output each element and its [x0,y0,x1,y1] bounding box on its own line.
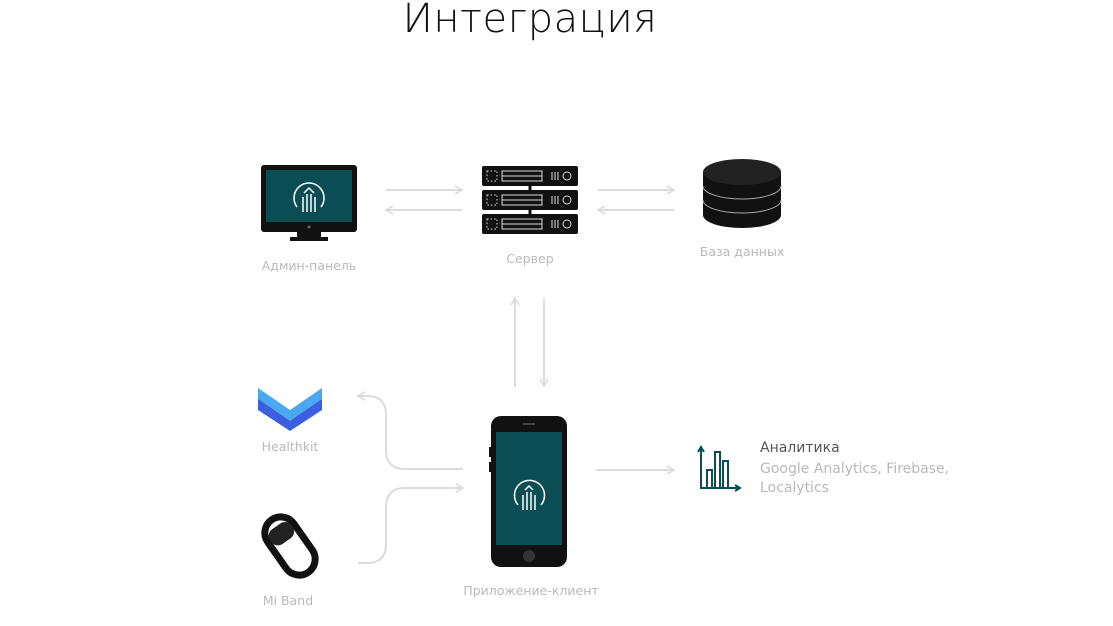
miband-icon [261,513,319,579]
analytics-line-1: Google Analytics, Firebase, [760,461,950,477]
label-healthkit: Healthkit [261,439,319,454]
label-admin: Админ-панель [261,258,357,273]
label-server: Сервер [506,251,554,266]
analytics-line-2: Localytics [760,480,829,496]
page-title: Интеграция [402,0,658,42]
label-database: База данных [699,244,785,259]
analytics-chart-icon [697,445,742,492]
analytics-title: Аналитика [760,440,840,456]
database-icon [702,159,782,228]
arrow-miband-to-client [358,483,465,564]
server-icon [482,166,578,234]
healthkit-icon [258,388,322,431]
analytics-services: Google Analytics, Firebase, Localytics [760,460,949,498]
phone-icon [489,416,567,567]
label-client: Приложение-клиент [463,583,599,598]
label-miband: Mi Band [262,593,314,608]
arrow-client-to-healthkit [356,391,463,470]
monitor-icon [261,165,357,241]
